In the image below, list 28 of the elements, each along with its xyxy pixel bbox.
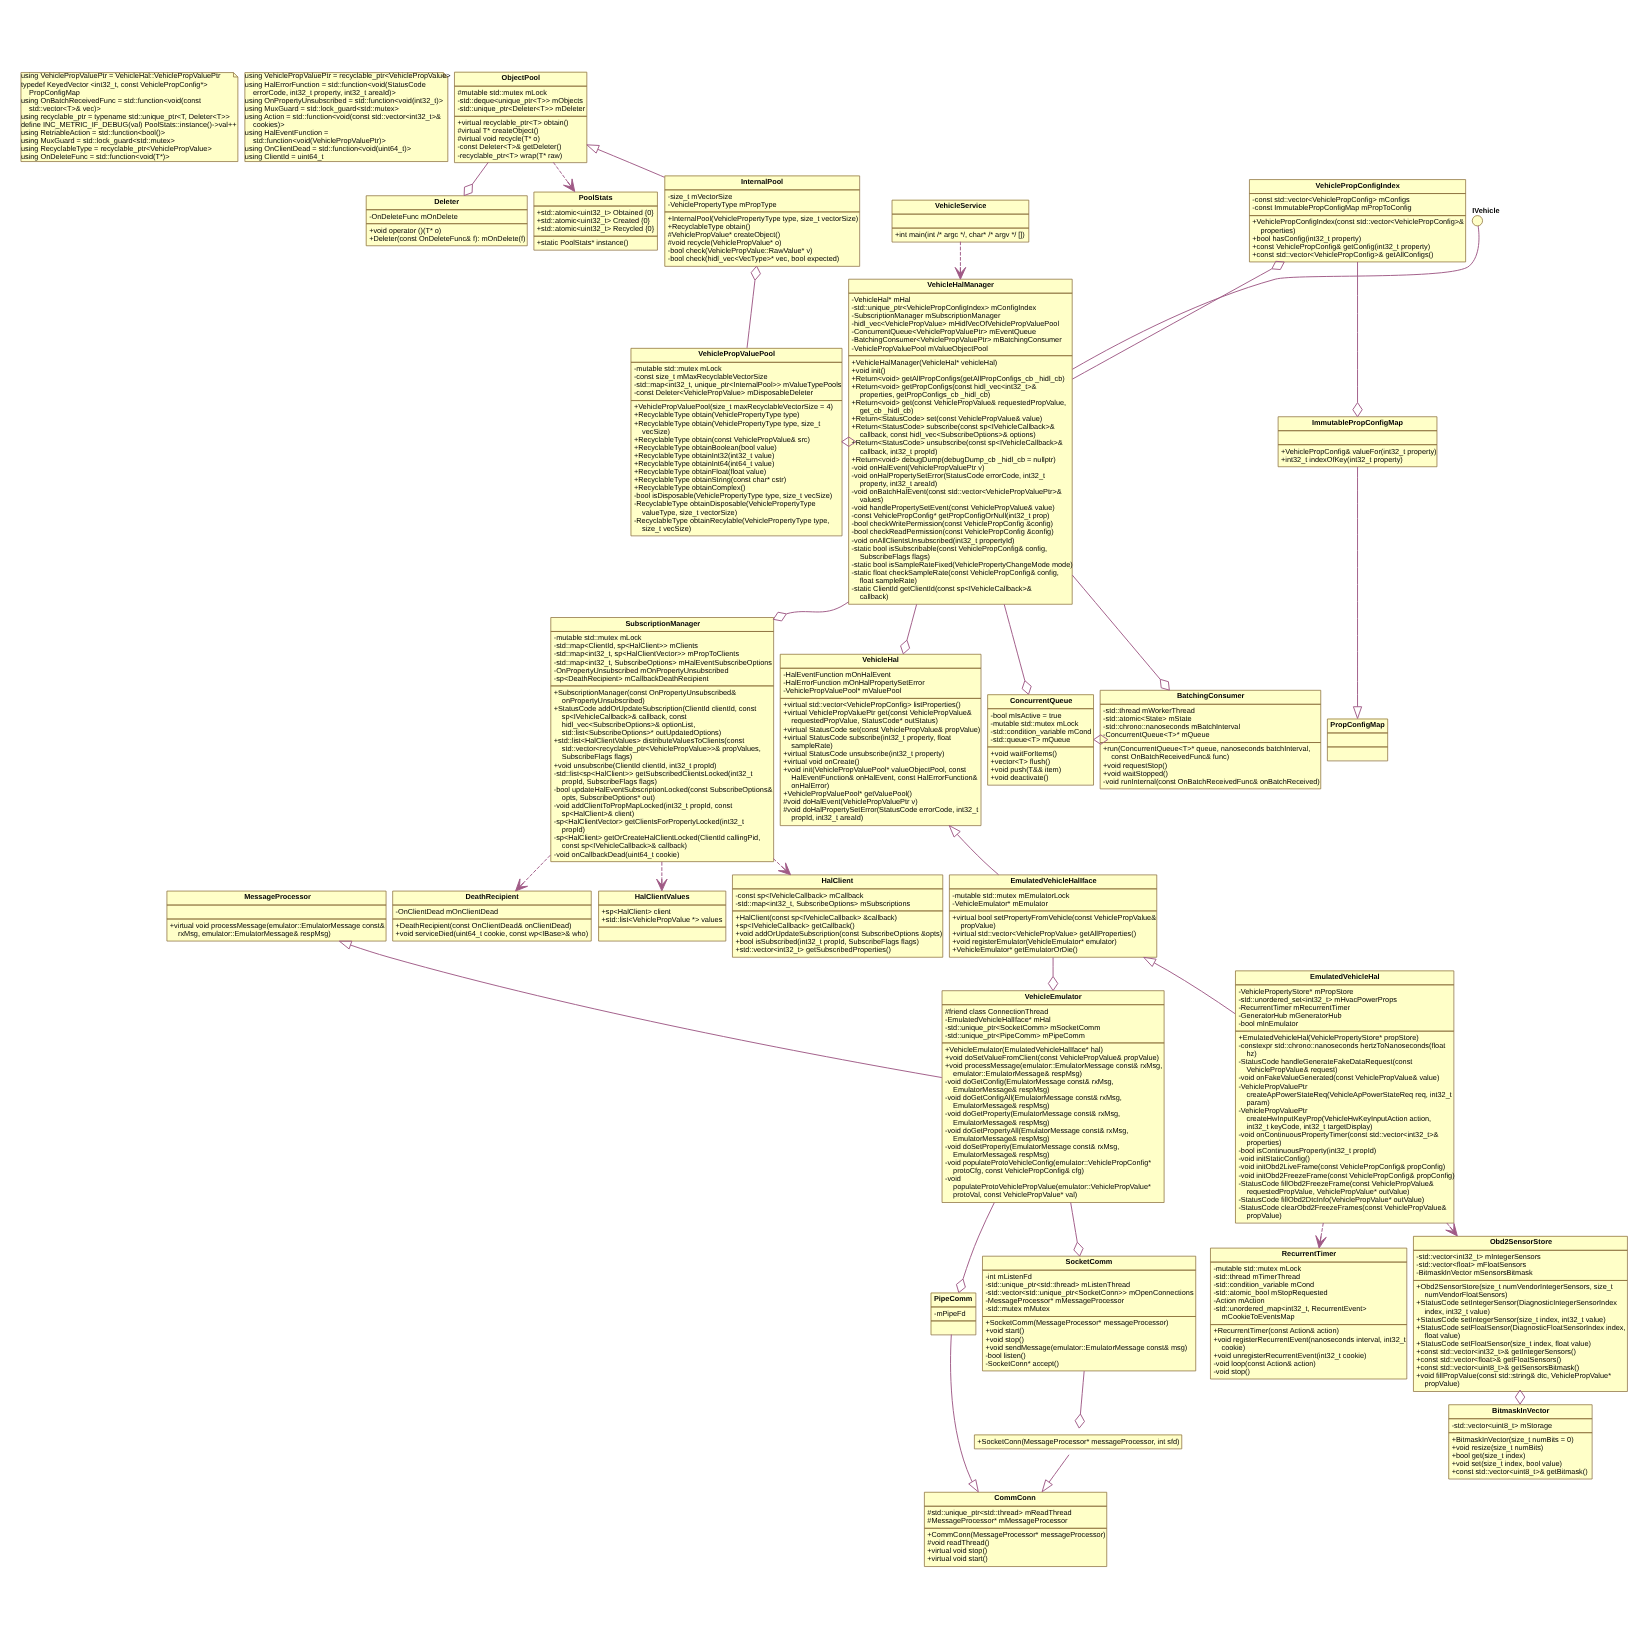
arrow [1040,1454,1069,1493]
connector [745,265,760,349]
connector [771,601,849,622]
connector [1070,574,1169,691]
connector [1070,225,1479,370]
arrow [1314,1222,1326,1249]
arrow [337,940,942,1078]
arrow [514,854,550,892]
connector [1070,260,1284,380]
connector [1002,603,1031,695]
arrow [585,144,664,178]
connector [1351,261,1362,418]
arrow [655,861,667,892]
arrow [1444,1222,1457,1237]
connector [462,161,488,197]
arrow [949,1334,978,1493]
arrow [953,241,966,280]
connector [1073,1370,1084,1429]
connector [1046,956,1058,992]
arrow [1142,956,1235,1015]
arrow [551,161,575,192]
connector [954,1202,994,1294]
connector [1069,1202,1083,1257]
arrow [947,825,999,876]
connector [899,603,917,655]
arrow [771,858,791,876]
node-circle [1470,215,1482,227]
arrow [1351,466,1362,719]
